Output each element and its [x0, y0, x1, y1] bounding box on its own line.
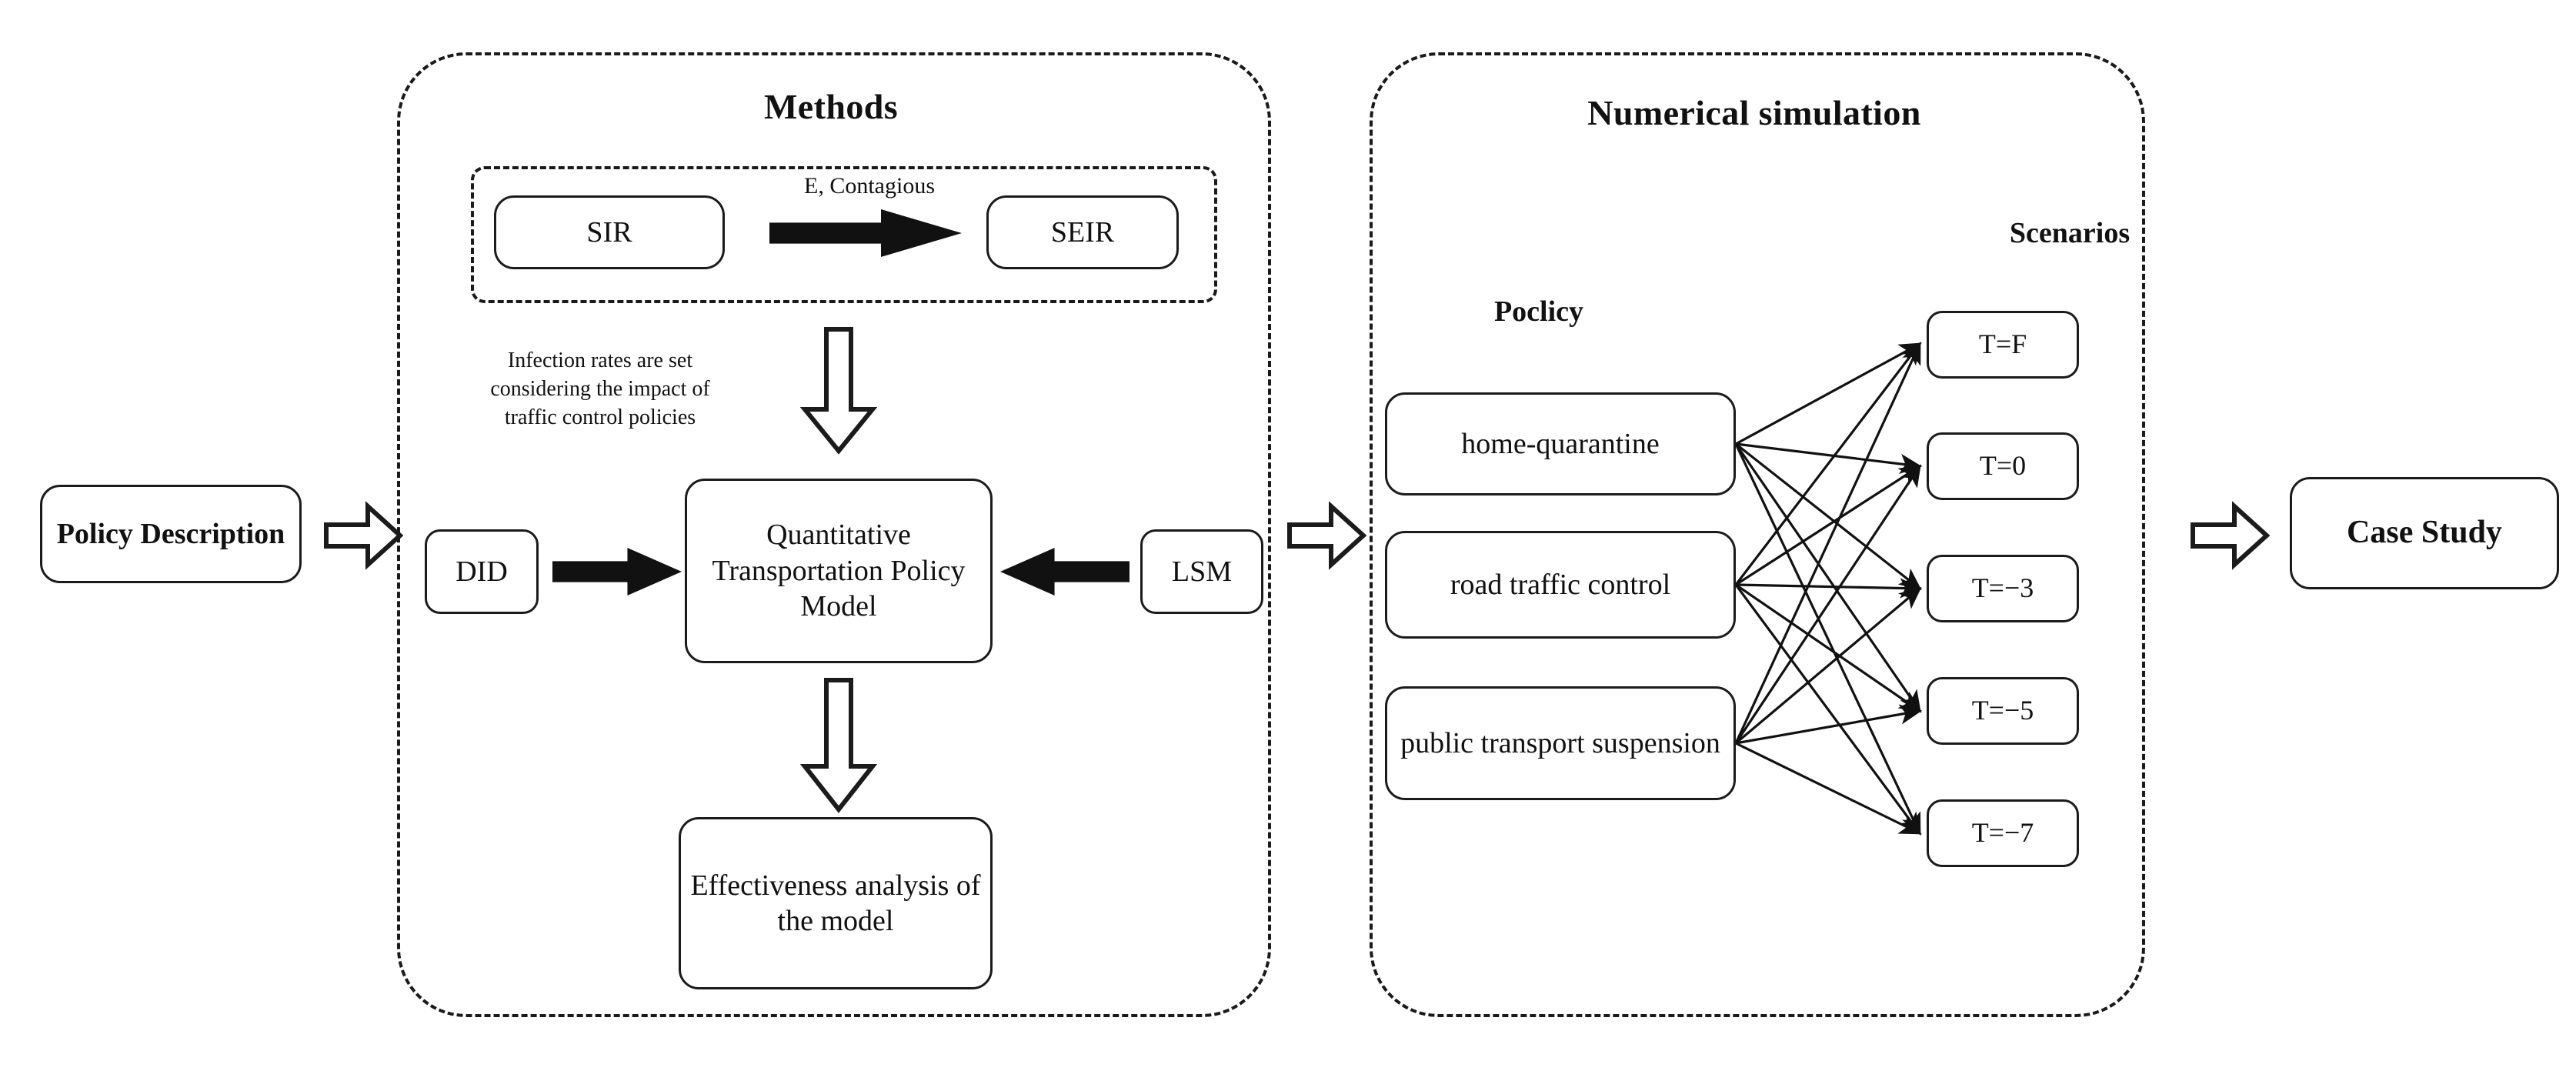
- policy-node-road-traffic-control[interactable]: road traffic control: [1385, 531, 1736, 639]
- seir-node[interactable]: SEIR: [986, 195, 1179, 269]
- epidemic-model-subpanel: [471, 166, 1217, 303]
- scenario-node-4[interactable]: T=−5: [1927, 677, 2079, 745]
- sir-node[interactable]: SIR: [494, 195, 725, 269]
- policy-description-node[interactable]: Policy Description: [40, 485, 302, 583]
- scenario-node-1[interactable]: T=F: [1927, 311, 2079, 379]
- start-to-methods-arrow-icon: [323, 500, 403, 571]
- contagious-transition-label: E, Contagious: [804, 173, 935, 199]
- seir-to-model-arrow-icon: [800, 326, 877, 455]
- policy-column-heading: Poclicy: [1493, 295, 1584, 328]
- scenario-node-3[interactable]: T=−3: [1927, 555, 2079, 622]
- model-to-effectiveness-arrow-icon: [800, 677, 877, 814]
- did-node[interactable]: DID: [425, 529, 539, 614]
- numerical-simulation-panel: [1370, 52, 2145, 1017]
- methods-to-simulation-arrow-icon: [1286, 500, 1366, 571]
- methods-panel: [397, 52, 1271, 1017]
- infection-rate-annotation: Infection rates are set considering the …: [490, 349, 710, 430]
- policy-node-public-transport-suspension[interactable]: public transport suspension: [1385, 686, 1736, 800]
- scenarios-column-heading: Scenarios: [2009, 217, 2131, 249]
- simulation-to-case-study-arrow-icon: [2190, 500, 2270, 571]
- numerical-simulation-panel-title: Numerical simulation: [1587, 93, 1921, 132]
- case-study-node[interactable]: Case Study: [2290, 477, 2559, 589]
- methods-panel-title: Methods: [763, 87, 899, 126]
- policy-node-home-quarantine[interactable]: home-quarantine: [1385, 392, 1736, 495]
- scenario-node-2[interactable]: T=0: [1927, 432, 2079, 500]
- scenario-node-5[interactable]: T=−7: [1927, 799, 2079, 867]
- lsm-node[interactable]: LSM: [1140, 529, 1263, 614]
- quantitative-transportation-policy-model-node[interactable]: Quantitative Transportation Policy Model: [685, 479, 993, 663]
- effectiveness-analysis-node[interactable]: Effectiveness analysis of the model: [679, 817, 993, 989]
